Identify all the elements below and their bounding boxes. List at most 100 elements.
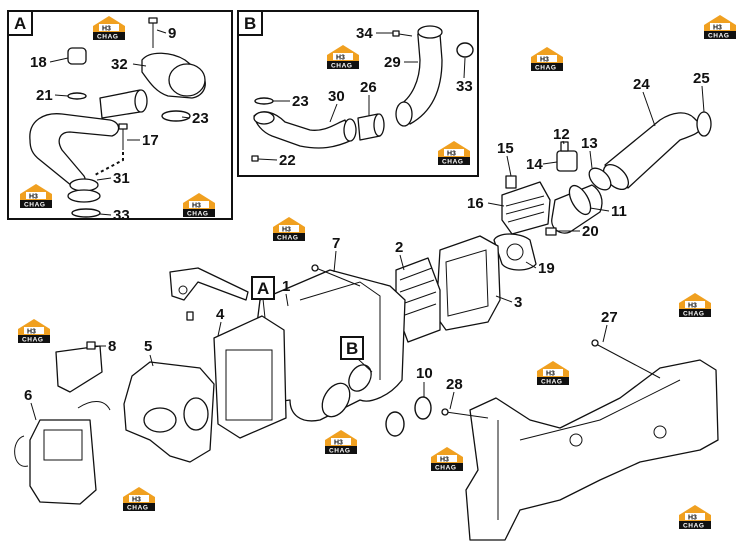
seal-10-ring — [385, 411, 405, 437]
label-33-a: 33 — [113, 207, 130, 224]
watermark-logo — [273, 217, 305, 242]
bolt-9-head — [148, 17, 158, 24]
label-4: 4 — [216, 306, 225, 323]
gasket-19 — [493, 233, 537, 271]
svg-text:B: B — [346, 339, 358, 358]
bracket-8 — [55, 345, 103, 393]
watermark-logo — [679, 293, 711, 318]
label-34: 34 — [356, 25, 373, 42]
label-8: 8 — [108, 338, 116, 355]
seal-23-a — [161, 110, 191, 122]
label-5: 5 — [144, 338, 152, 355]
watermark-logo — [531, 47, 563, 72]
label-28: 28 — [446, 376, 463, 393]
label-27: 27 — [601, 309, 618, 326]
inset-b-tag — [237, 10, 263, 36]
watermark-logo — [18, 319, 50, 344]
watermark-logo — [679, 505, 711, 530]
bolt-7 — [315, 267, 361, 287]
elbow-11-opening — [568, 184, 592, 216]
label-26: 26 — [360, 79, 377, 96]
label-20: 20 — [582, 223, 599, 240]
inset-a-frame — [7, 10, 233, 220]
pipe-30-end — [343, 118, 357, 142]
label-15: 15 — [497, 140, 514, 157]
inset-a-tag — [7, 10, 33, 36]
housing-3 — [435, 235, 501, 331]
inset-b-frame — [237, 10, 479, 177]
label-23-a: 23 — [192, 110, 209, 127]
pipe-flange — [69, 178, 99, 192]
bolt-20 — [545, 227, 557, 236]
callout-b: B — [340, 336, 373, 373]
watermark-logo — [123, 487, 155, 512]
bolt-34 — [392, 30, 400, 37]
elbow-32-opening — [168, 63, 206, 97]
inset-a-letter: A — [14, 14, 26, 33]
label-21: 21 — [36, 87, 53, 104]
sensor-12 — [560, 141, 569, 152]
label-18: 18 — [30, 54, 47, 71]
lower-frame — [441, 339, 719, 541]
label-17: 17 — [142, 132, 159, 149]
watermark-logo — [327, 45, 359, 70]
label-29: 29 — [384, 54, 401, 71]
watermark-logo — [537, 361, 569, 386]
hose-end — [134, 89, 148, 113]
bolt-8 — [86, 341, 96, 350]
label-33-b: 33 — [456, 78, 473, 95]
label-19: 19 — [538, 260, 555, 277]
label-30: 30 — [328, 88, 345, 105]
manifold-inlet — [348, 364, 372, 392]
dashed-guide — [92, 152, 124, 177]
inset-b: B 34 29 33 26 30 23 22 — [237, 10, 479, 177]
label-31: 31 — [113, 170, 130, 187]
pipe-base — [67, 189, 101, 203]
coupler-26-end — [373, 113, 385, 137]
seal-10 — [414, 396, 432, 420]
label-14: 14 — [526, 156, 543, 173]
o-ring-21 — [67, 92, 87, 100]
pipe-30-flange — [253, 111, 275, 125]
seal-33-b — [456, 42, 474, 58]
clamp-25 — [696, 111, 712, 137]
label-11: 11 — [611, 203, 627, 220]
watermark-logo — [704, 15, 736, 40]
bolt-17-head — [118, 123, 128, 130]
inset-b-letter: B — [244, 14, 256, 33]
label-25: 25 — [693, 70, 710, 87]
bolt-15 — [505, 175, 517, 189]
label-10: 10 — [416, 365, 433, 382]
valve-16 — [501, 181, 551, 235]
manifold-outlet — [321, 382, 351, 418]
label-6: 6 — [24, 387, 32, 404]
label-16: 16 — [467, 195, 484, 212]
clamp-ring — [588, 167, 612, 191]
label-22: 22 — [279, 152, 296, 169]
watermark-logo — [325, 430, 357, 455]
label-24: 24 — [633, 76, 650, 93]
watermark-logo — [431, 447, 463, 472]
callout-a: A — [251, 276, 275, 319]
housing-5-bowl — [143, 407, 177, 433]
label-9: 9 — [168, 25, 176, 42]
label-3: 3 — [514, 294, 522, 311]
bolt-28 — [445, 411, 489, 419]
label-23-b: 23 — [292, 93, 309, 110]
housing-5-port — [183, 397, 209, 431]
pipe-29-end — [395, 101, 413, 127]
bracket — [169, 267, 249, 301]
label-13: 13 — [581, 135, 598, 152]
frame-bracket — [465, 359, 719, 541]
gasket-4 — [213, 315, 287, 439]
watermark-logo — [93, 16, 125, 41]
seal-23-b — [254, 97, 274, 105]
label-12: 12 — [553, 126, 570, 143]
bracket-bolt — [186, 311, 194, 321]
label-1: 1 — [282, 278, 290, 295]
inset-a: A 9 18 32 21 — [7, 10, 233, 224]
upper-pipe-assembly — [395, 111, 712, 343]
left-components — [14, 341, 215, 505]
